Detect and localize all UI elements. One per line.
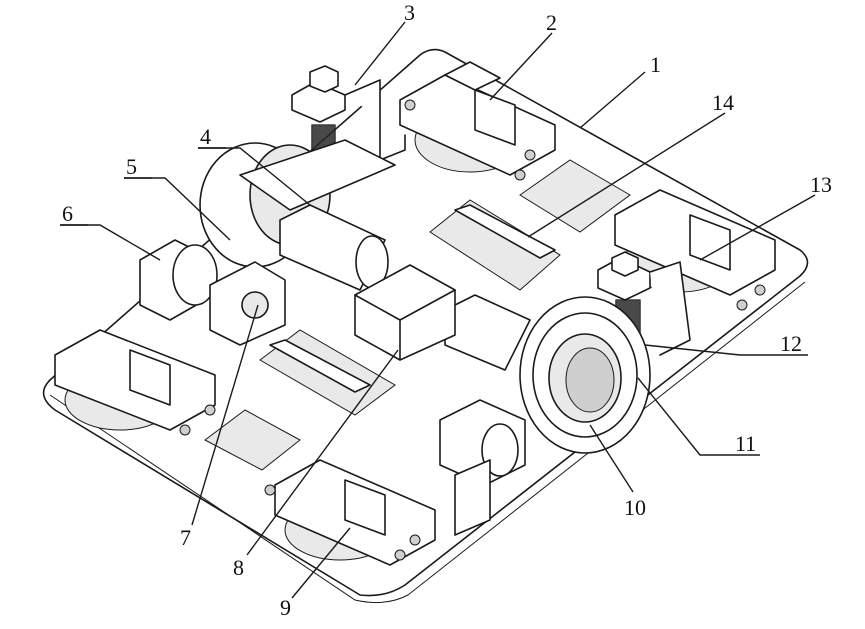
callout-3: 3: [404, 0, 415, 25]
callout-9: 9: [280, 595, 291, 620]
callout-1: 1: [650, 52, 661, 77]
callout-13: 13: [810, 172, 832, 197]
callout-7: 7: [180, 525, 191, 550]
left-axle-assembly: [139, 239, 286, 346]
caster-unit-left: [54, 329, 216, 436]
callout-4: 4: [200, 124, 211, 149]
callout-12: 12: [780, 331, 802, 356]
callout-labels: 1 2 3 4 5 6 7 8 9 10 11 12 13 14: [62, 0, 832, 620]
callout-11: 11: [735, 431, 756, 456]
leader-lines: [60, 21, 816, 599]
callout-5: 5: [126, 154, 137, 179]
caster-unit-bottom: [264, 459, 436, 566]
callout-2: 2: [546, 10, 557, 35]
drive-wheel-right: [519, 296, 651, 454]
center-rails: [269, 204, 556, 393]
right-axle-assembly: [439, 399, 526, 536]
callout-8: 8: [233, 555, 244, 580]
caster-unit-top: [399, 61, 556, 181]
drive-motor-left: [279, 204, 389, 291]
gearbox-center: [354, 264, 456, 361]
callout-10: 10: [624, 495, 646, 520]
callout-6: 6: [62, 201, 73, 226]
suspension-spring-top: [291, 65, 406, 161]
callout-14: 14: [712, 90, 734, 115]
